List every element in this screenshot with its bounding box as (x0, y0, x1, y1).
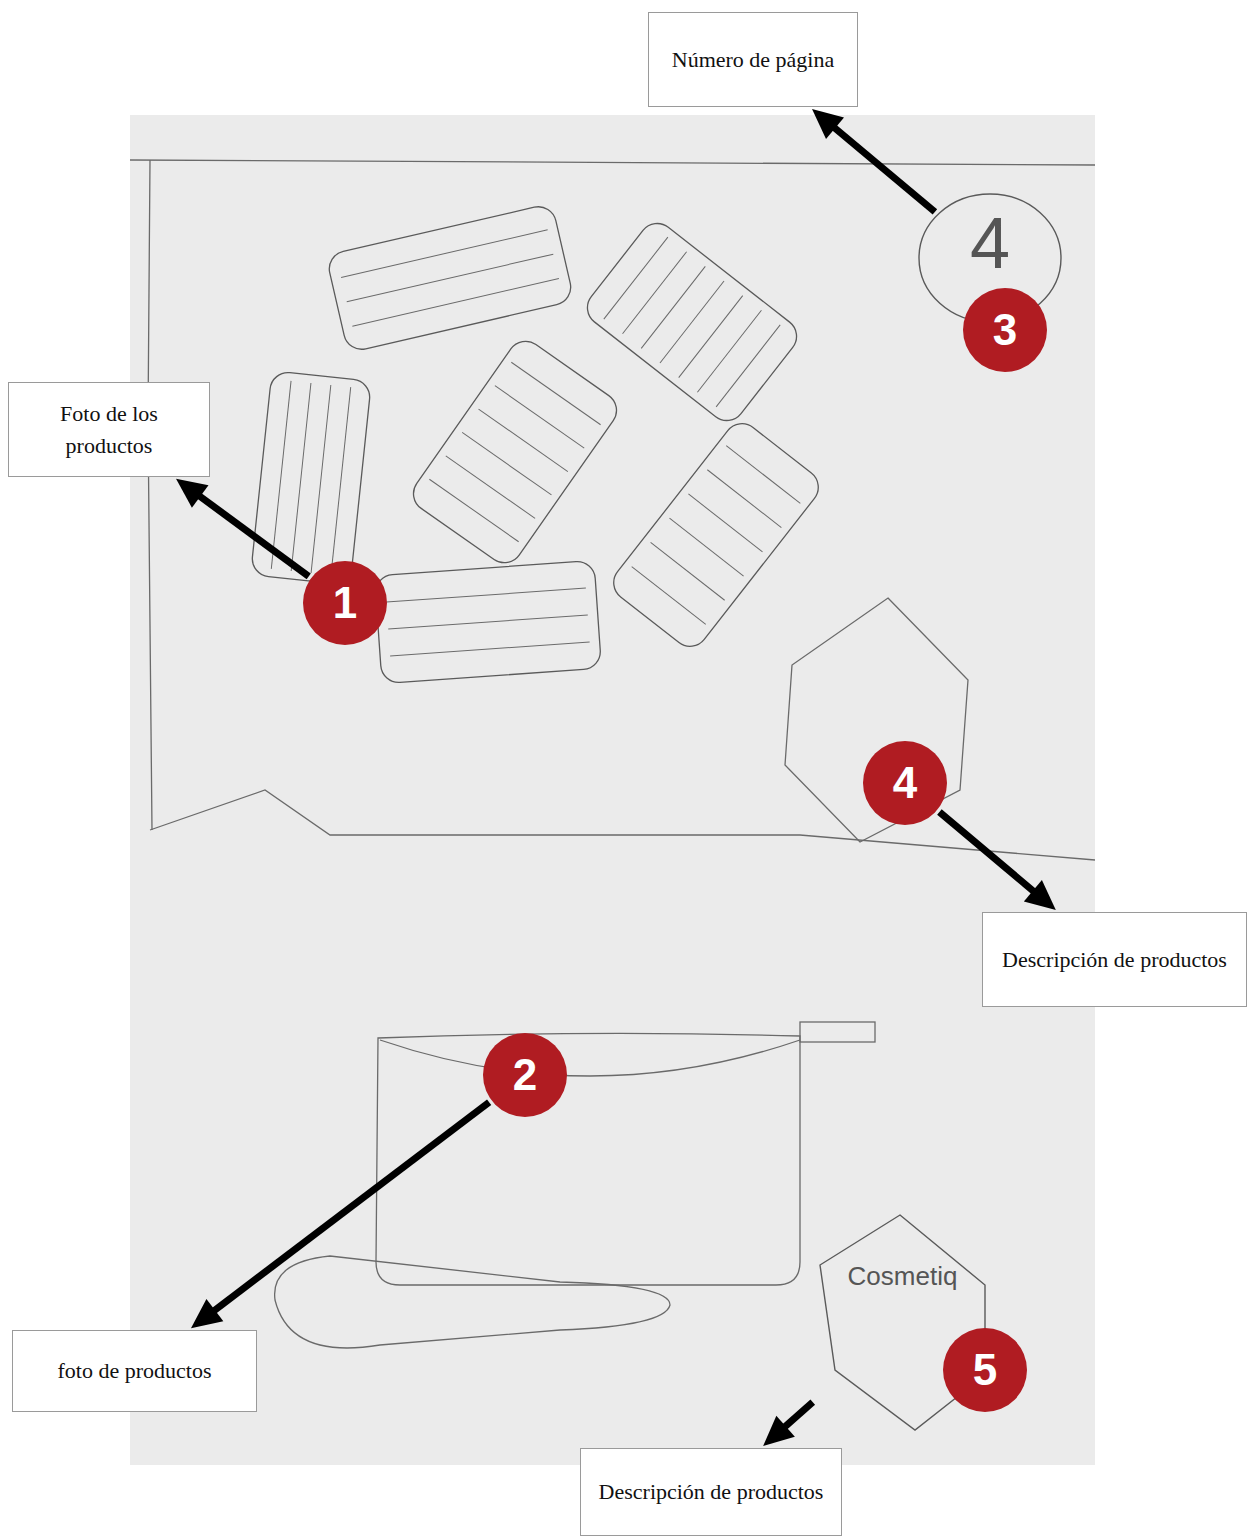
hatch-line (446, 456, 535, 519)
callout-number: 2 (483, 1033, 567, 1117)
hatch-line (388, 615, 588, 629)
product-outline (406, 334, 623, 570)
label-box: Número de página (648, 12, 858, 107)
hatch-line (623, 252, 687, 334)
hatch-line (331, 387, 351, 575)
callout-number: 2 (513, 1053, 537, 1097)
callout-disc (483, 1033, 567, 1117)
arrow-connector (191, 1102, 489, 1328)
hatch-line (604, 237, 668, 319)
arrow-head (763, 1416, 795, 1446)
label-text: foto de productos (58, 1355, 212, 1387)
hatch-line (495, 386, 584, 449)
hatch-line (670, 518, 744, 576)
product-outline (375, 560, 602, 683)
hatch-line (390, 642, 590, 656)
arrow-shaft (210, 1102, 489, 1314)
paper-sheet (130, 115, 1095, 1465)
callout-disc (963, 288, 1047, 372)
product-outline (580, 216, 804, 428)
arrow-shaft (939, 812, 1037, 895)
callout-disc (943, 1328, 1027, 1412)
pouch-sketch (376, 1033, 800, 1285)
callout-number: 3 (993, 308, 1017, 352)
hatch-line (688, 494, 762, 552)
callout-number: 1 (333, 581, 357, 625)
arrow-connector (812, 109, 935, 212)
pouch-flap (380, 1040, 800, 1076)
label-text: Descripción de productos (1002, 944, 1227, 976)
arrow-shaft (781, 1402, 813, 1430)
callout-number: 5 (973, 1348, 997, 1392)
arrow-connector (763, 1402, 813, 1446)
sketch-text: Cosmetiq (848, 1262, 958, 1291)
arrow-shaft (830, 124, 935, 212)
hatch-line (632, 567, 706, 625)
hatch-line (462, 432, 551, 495)
hatch-line (726, 446, 800, 504)
callout-disc (863, 741, 947, 825)
product-sketch (375, 560, 602, 683)
callout-disc (303, 561, 387, 645)
product-sketch (326, 203, 575, 353)
hatch-line (311, 385, 331, 573)
sketch-line (148, 160, 152, 830)
pouch-tab (800, 1022, 875, 1042)
arrow-connector (176, 479, 309, 577)
label-box: Foto de los productos (8, 382, 210, 477)
callout-number: 3 (963, 288, 1047, 372)
callout-number: 4 (893, 761, 917, 805)
callout-number: 4 (863, 741, 947, 825)
product-sketch (580, 216, 804, 428)
label-box: foto de productos (12, 1330, 257, 1412)
hatch-line (679, 296, 743, 378)
product-outline (606, 416, 825, 653)
callout-number: 5 (943, 1328, 1027, 1412)
hatch-line (341, 230, 548, 278)
hatch-line (716, 325, 780, 407)
arrow-head (176, 479, 208, 508)
product-sketches (251, 203, 826, 683)
product-outline (251, 371, 372, 585)
hatch-line (697, 310, 761, 392)
sketch-text: 4 (970, 207, 1010, 279)
callout-number: 1 (303, 561, 387, 645)
label-text: Foto de los productos (19, 398, 199, 462)
hatch-line (660, 281, 724, 363)
hatch-line (271, 381, 291, 569)
arrow-head (191, 1299, 223, 1328)
hatch-line (511, 362, 600, 425)
hatch-line (347, 254, 554, 302)
arrow-shaft (195, 493, 308, 576)
arrow-connector (939, 812, 1055, 910)
label-text: Descripción de productos (599, 1476, 824, 1508)
hand-sketch (275, 1256, 670, 1348)
hexagon-sketch (785, 598, 968, 842)
hatch-line (707, 470, 781, 528)
hatch-line (291, 383, 311, 571)
label-box: Descripción de productos (982, 912, 1247, 1007)
arrow-head (1024, 880, 1056, 910)
label-text: Número de página (672, 44, 835, 76)
label-box: Descripción de productos (580, 1448, 842, 1536)
sketch-line (130, 160, 1095, 165)
hatch-line (651, 542, 725, 600)
hatch-line (386, 588, 586, 602)
product-sketch (606, 416, 825, 653)
product-sketch (406, 334, 623, 570)
product-sketch (251, 371, 372, 585)
hatch-line (352, 279, 559, 327)
arrow-head (812, 109, 844, 139)
hatch-line (429, 479, 518, 542)
hatch-line (641, 266, 705, 348)
product-outline (326, 203, 575, 353)
hatch-line (479, 409, 568, 472)
